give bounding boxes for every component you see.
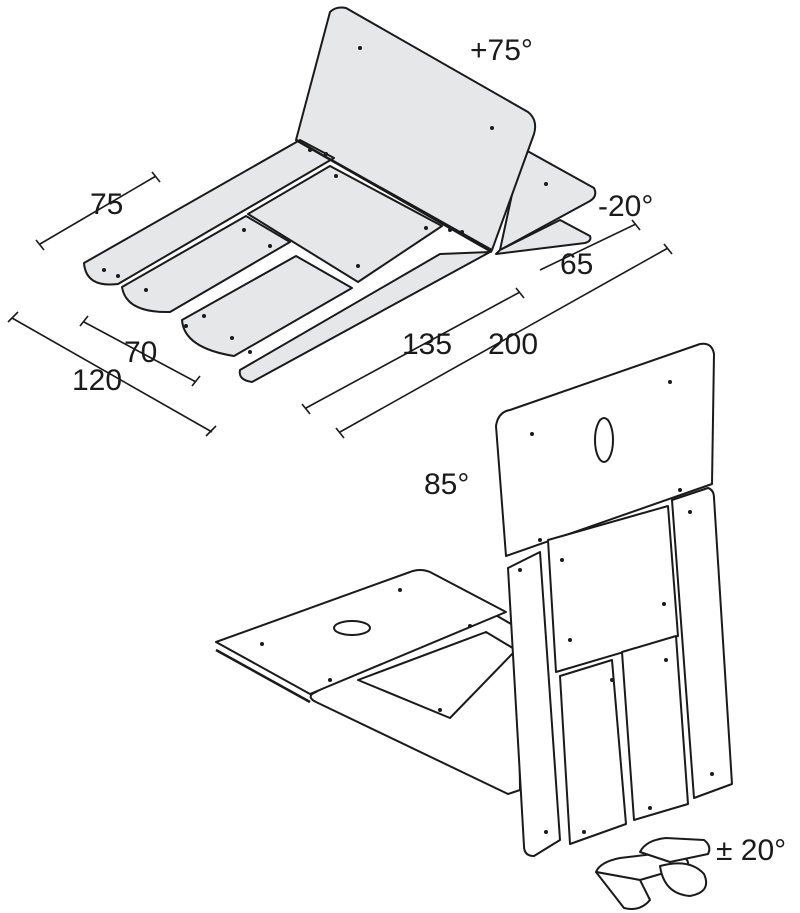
- angle-leg-tilt: -20°: [598, 190, 653, 223]
- dimension-lines: [7, 171, 673, 439]
- back-handle-slot: [594, 417, 614, 463]
- upright-strip-mid-right: [621, 635, 689, 821]
- back-panel: [295, 6, 537, 251]
- angle-upright: 85°: [424, 468, 469, 501]
- upright-fastener-dots: [260, 380, 714, 834]
- seat-center-panel: [247, 165, 443, 283]
- handle-slot: [333, 620, 371, 636]
- adjustable-feet: [595, 837, 711, 910]
- dimension-75: 75: [90, 188, 123, 221]
- upright-back-panel: [495, 342, 715, 557]
- seat-strip-3: [181, 255, 353, 357]
- seat-strip-2: [121, 215, 291, 314]
- rear-support-leg: [499, 147, 597, 251]
- upright-center-panel: [547, 505, 679, 673]
- dimension-135: 135: [402, 328, 452, 361]
- dimension-120: 120: [72, 364, 122, 397]
- dimension-70: 70: [124, 336, 157, 369]
- seat-strip-long: [238, 251, 491, 383]
- hinge-edge: [295, 138, 493, 254]
- angle-back-tilt: +75°: [470, 34, 533, 67]
- base-edge: [215, 648, 311, 704]
- seat-strip-1: [83, 139, 335, 286]
- upright-strip-left: [507, 551, 561, 857]
- upright-configuration: [215, 342, 733, 910]
- upright-strip-mid-left: [559, 659, 627, 845]
- dimension-200: 200: [488, 328, 538, 361]
- upright-strip-right: [671, 487, 733, 799]
- dimension-65: 65: [560, 248, 593, 281]
- base-top-panel: [215, 569, 507, 695]
- angle-foot-range: ± 20°: [716, 834, 786, 867]
- fastener-dots: [102, 46, 548, 354]
- flat-configuration: [7, 6, 673, 439]
- rear-support-foot: [495, 219, 592, 255]
